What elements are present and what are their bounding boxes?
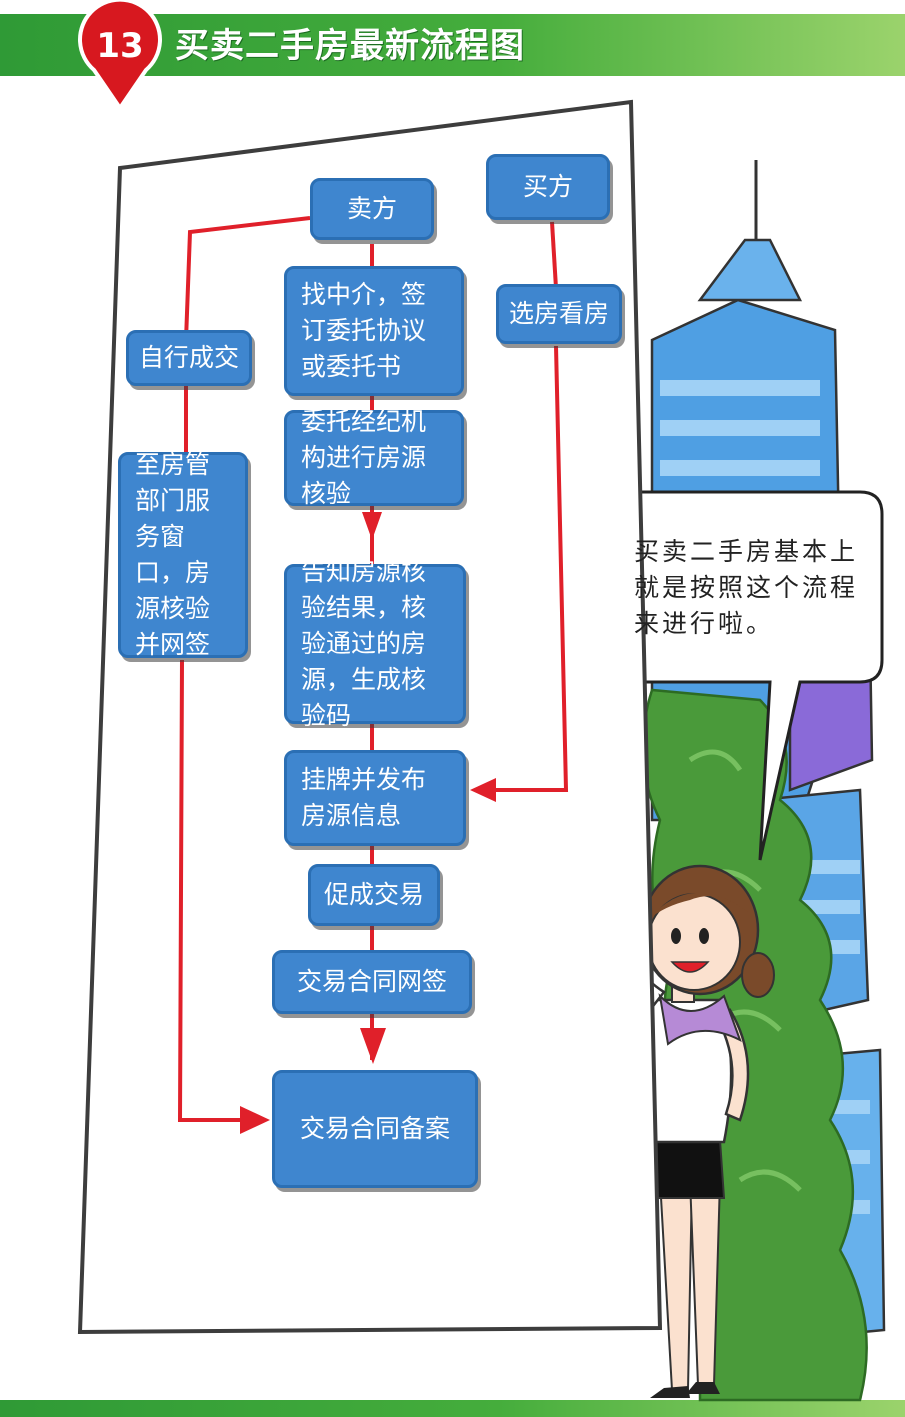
box-seller: 卖方 bbox=[310, 178, 434, 240]
box-seller-label: 卖方 bbox=[346, 194, 397, 223]
box-contract-filing-label: 交易合同备案 bbox=[299, 1114, 450, 1143]
box-self-deal: 自行成交 bbox=[126, 330, 252, 386]
footer-bar bbox=[0, 1400, 905, 1417]
box-contract-online-sign: 交易合同网签 bbox=[272, 950, 472, 1014]
page-title: 买卖二手房最新流程图 bbox=[175, 26, 525, 66]
speech-bubble-text: 买卖二手房基本上就是按照这个流程来进行啦。 bbox=[634, 537, 859, 638]
box-facilitate-deal-label: 促成交易 bbox=[323, 880, 424, 909]
box-self-deal-label: 自行成交 bbox=[138, 343, 239, 372]
arrow-to-list-publish bbox=[470, 778, 496, 802]
box-contract-filing: 交易合同备案 bbox=[272, 1070, 478, 1188]
box-verify-at-office: 至房管部门服务窗口，房源核验并网签 bbox=[118, 450, 248, 659]
box-contract-online-sign-label: 交易合同网签 bbox=[296, 967, 447, 996]
box-facilitate-deal: 促成交易 bbox=[308, 864, 440, 926]
box-list-publish: 挂牌并发布房源信息 bbox=[284, 750, 466, 846]
box-buyer-label: 买方 bbox=[522, 172, 573, 201]
box-choose-house: 选房看房 bbox=[496, 284, 622, 344]
map-pin-badge-icon bbox=[78, 0, 162, 112]
arrow-heads bbox=[240, 512, 496, 1134]
box-choose-house-label: 选房看房 bbox=[508, 299, 609, 328]
box-verify-by-agency-label: 委托经纪机构进行房源核验 bbox=[301, 407, 427, 508]
box-find-agent-label: 找中介，签订委托协议或委托书 bbox=[301, 280, 427, 381]
box-notify-result-label: 告知房源核验结果，核验通过的房源，生成核验码 bbox=[301, 557, 427, 730]
arrow-to-contract-filing-top bbox=[360, 1028, 386, 1064]
box-buyer: 买方 bbox=[486, 154, 610, 220]
box-find-agent: 找中介，签订委托协议或委托书 bbox=[284, 266, 464, 396]
box-list-publish-label: 挂牌并发布房源信息 bbox=[301, 765, 427, 830]
arrow-to-contract-filing-left bbox=[240, 1106, 270, 1134]
box-verify-at-office-label: 至房管部门服务窗口，房源核验并网签 bbox=[135, 450, 211, 659]
box-verify-by-agency: 委托经纪机构进行房源核验 bbox=[284, 407, 464, 508]
step-number-badge: 13 bbox=[96, 26, 144, 66]
box-notify-result: 告知房源核验结果，核验通过的房源，生成核验码 bbox=[284, 557, 466, 730]
arrow-to-notify-result bbox=[362, 512, 382, 540]
